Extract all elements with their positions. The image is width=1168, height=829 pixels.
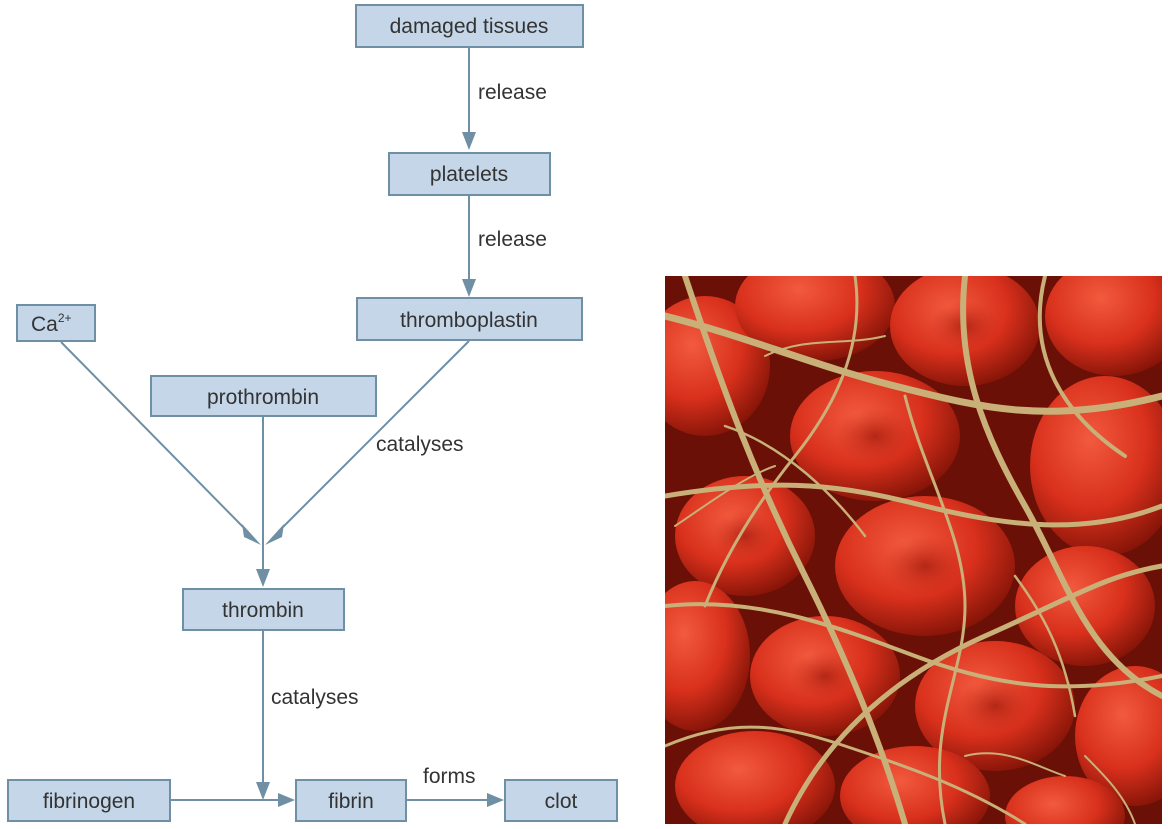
arrowhead-platelets bbox=[462, 132, 476, 150]
label-forms: forms bbox=[423, 765, 476, 788]
node-label: fibrinogen bbox=[43, 790, 135, 813]
node-label: clot bbox=[545, 790, 578, 813]
arrowhead-calcium bbox=[242, 524, 261, 545]
label-release-2: release bbox=[478, 228, 547, 251]
node-calcium: Ca2+ bbox=[16, 304, 96, 342]
node-label: thromboplastin bbox=[400, 309, 538, 332]
arrowhead-thrombin bbox=[256, 569, 270, 587]
label-release-1: release bbox=[478, 81, 547, 104]
node-thrombin: thrombin bbox=[182, 588, 345, 631]
node-prothrombin: prothrombin bbox=[150, 375, 377, 417]
label-catalyses-1: catalyses bbox=[376, 433, 464, 456]
clotting-flowchart: release release catalyses catalyses form… bbox=[7, 4, 618, 822]
arrow-thromboplastin-to-thrombin bbox=[277, 340, 470, 533]
arrows bbox=[60, 47, 504, 807]
node-label: fibrin bbox=[328, 790, 374, 813]
node-clot: clot bbox=[504, 779, 618, 822]
node-thromboplastin: thromboplastin bbox=[356, 297, 583, 341]
label-catalyses-2: catalyses bbox=[271, 686, 359, 709]
blood-clot-micrograph bbox=[665, 276, 1162, 824]
node-label: prothrombin bbox=[207, 386, 319, 409]
arrowhead-thromboplastin-catalyses bbox=[265, 524, 284, 545]
node-label: thrombin bbox=[222, 599, 304, 622]
node-label: damaged tissues bbox=[390, 15, 549, 38]
calcium-symbol: Ca bbox=[31, 313, 58, 336]
arrow-calcium-to-thrombin bbox=[60, 341, 249, 533]
micrograph-illustration bbox=[665, 276, 1162, 824]
arrowhead-clot bbox=[487, 793, 504, 807]
arrowhead-fibrin-down bbox=[256, 782, 270, 800]
fibrin-strands bbox=[665, 276, 1162, 824]
node-fibrin: fibrin bbox=[295, 779, 407, 822]
node-label: platelets bbox=[430, 163, 508, 186]
edge-labels: release release catalyses catalyses form… bbox=[271, 81, 547, 788]
node-label: Ca2+ bbox=[31, 311, 72, 336]
node-platelets: platelets bbox=[388, 152, 551, 196]
arrowhead-fibrin-right bbox=[278, 793, 295, 807]
node-fibrinogen: fibrinogen bbox=[7, 779, 171, 822]
calcium-charge: 2+ bbox=[58, 311, 72, 325]
arrowhead-thromboplastin bbox=[462, 279, 476, 297]
node-damaged-tissues: damaged tissues bbox=[355, 4, 584, 48]
